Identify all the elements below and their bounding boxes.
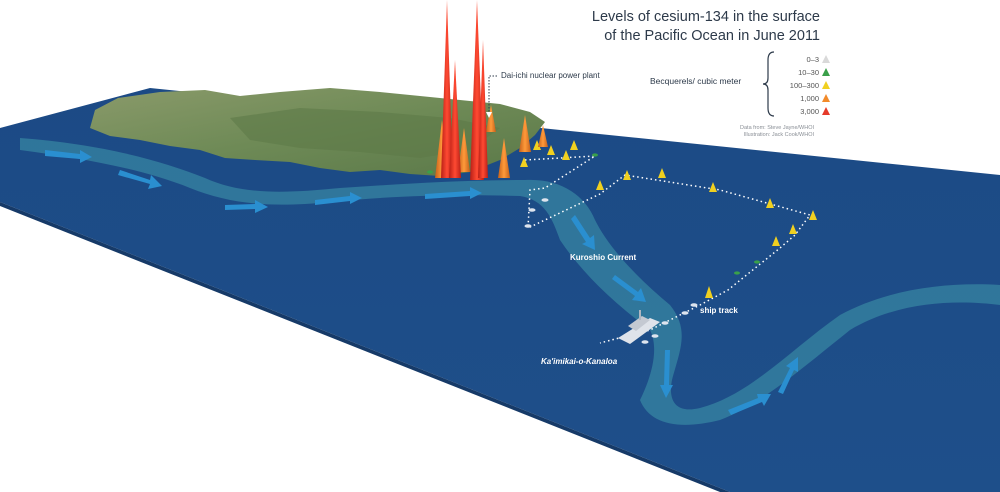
ship-track-label: ship track — [700, 306, 738, 315]
cone-100-300 — [658, 168, 666, 178]
map-title: Levels of cesium-134 in the surface of t… — [520, 8, 820, 46]
legend-icon-0-3 — [822, 55, 830, 63]
current-arrow — [778, 357, 798, 394]
legend: 0–3 10–30 100–300 1,000 3,000 — [776, 53, 824, 118]
current-arrow — [315, 192, 362, 205]
legend-item-label: 3,000 — [800, 107, 819, 116]
legend-item-label: 0–3 — [806, 55, 819, 64]
credit-line: Data from: Steve Jayne/WHOI — [740, 125, 814, 131]
cone-100-300 — [562, 150, 570, 160]
current-arrow — [728, 394, 771, 415]
legend-icon-1000 — [822, 94, 830, 102]
level-marker-10-30 — [592, 153, 598, 157]
kuroshio-current-band — [20, 138, 1000, 425]
ocean-edge — [0, 202, 730, 492]
cone-100-300 — [705, 286, 713, 298]
cone-1000 — [538, 125, 548, 147]
station-marker — [661, 321, 669, 325]
yellow-cones — [520, 140, 817, 298]
legend-item-label: 10–30 — [798, 68, 819, 77]
red-spikes — [441, 0, 488, 180]
legend-unit-label: Becquerels/ cubic meter — [650, 76, 742, 86]
vessel — [618, 310, 660, 344]
current-arrow — [225, 200, 268, 213]
legend-item-label: 100–300 — [789, 81, 819, 90]
credit-line: Illustration: Jack Cook/WHOI — [743, 132, 814, 138]
cone-1000 — [486, 105, 496, 132]
cone-100-300 — [547, 145, 555, 155]
spike-3000 — [449, 60, 461, 178]
ship-cabin — [628, 316, 650, 331]
cone-100-300 — [533, 140, 541, 150]
ship-hull — [618, 318, 660, 344]
ship-mast — [639, 310, 641, 320]
cone-100-300 — [596, 180, 604, 190]
legend-icon-3000 — [822, 107, 830, 115]
plant-arrowhead — [486, 112, 492, 118]
cone-1000 — [458, 128, 470, 172]
plant-label: Dai-ichi nuclear power plant — [501, 71, 600, 80]
ship-track-stations — [524, 198, 698, 344]
current-arrow — [571, 215, 595, 250]
cone-100-300 — [772, 236, 780, 246]
level-marker-10-30 — [427, 170, 433, 174]
cone-100-300 — [809, 210, 817, 220]
legend-item-label: 1,000 — [800, 94, 819, 103]
legend-icon-10-30 — [822, 68, 830, 76]
legend-item: 1,000 — [776, 92, 824, 105]
title-line: Levels of cesium-134 in the surface — [591, 9, 820, 25]
title-line: of the Pacific Ocean in June 2011 — [604, 28, 820, 44]
current-arrow — [425, 187, 482, 199]
cone-1000 — [519, 115, 531, 152]
level-marker-10-30 — [734, 271, 740, 275]
legend-icons — [822, 55, 830, 115]
station-marker — [541, 198, 549, 202]
cone-100-300 — [789, 224, 797, 234]
station-marker — [690, 303, 698, 307]
station-marker — [528, 208, 536, 212]
current-arrow — [612, 275, 646, 302]
cone-100-300 — [623, 170, 631, 180]
green-markers — [427, 153, 760, 275]
station-marker — [681, 311, 689, 315]
current-arrow — [660, 350, 673, 398]
credits: Data from: Steve Jayne/WHOI Illustration… — [740, 125, 814, 139]
cone-100-300 — [709, 182, 717, 192]
station-marker — [524, 224, 532, 228]
current-arrows — [45, 150, 798, 415]
land-shade — [230, 108, 500, 158]
current-arrow — [45, 150, 92, 163]
legend-item: 3,000 — [776, 105, 824, 118]
cone-1000 — [498, 138, 510, 178]
legend-item: 10–30 — [776, 66, 824, 79]
legend-item: 100–300 — [776, 79, 824, 92]
station-marker — [651, 334, 659, 338]
current-label: Kuroshio Current — [570, 253, 637, 262]
spike-3000 — [478, 40, 488, 178]
legend-brace — [762, 51, 775, 117]
legend-icon-100-300 — [822, 81, 830, 89]
cone-100-300 — [766, 198, 774, 208]
level-marker-10-30 — [754, 260, 760, 264]
current-arrow — [118, 170, 162, 189]
cone-100-300 — [570, 140, 578, 150]
legend-item: 0–3 — [776, 53, 824, 66]
station-marker — [641, 340, 649, 344]
vessel-label: Ka'imikai-o-Kanaloa — [541, 357, 618, 366]
cone-100-300 — [520, 157, 528, 167]
spike-3000 — [441, 0, 453, 178]
